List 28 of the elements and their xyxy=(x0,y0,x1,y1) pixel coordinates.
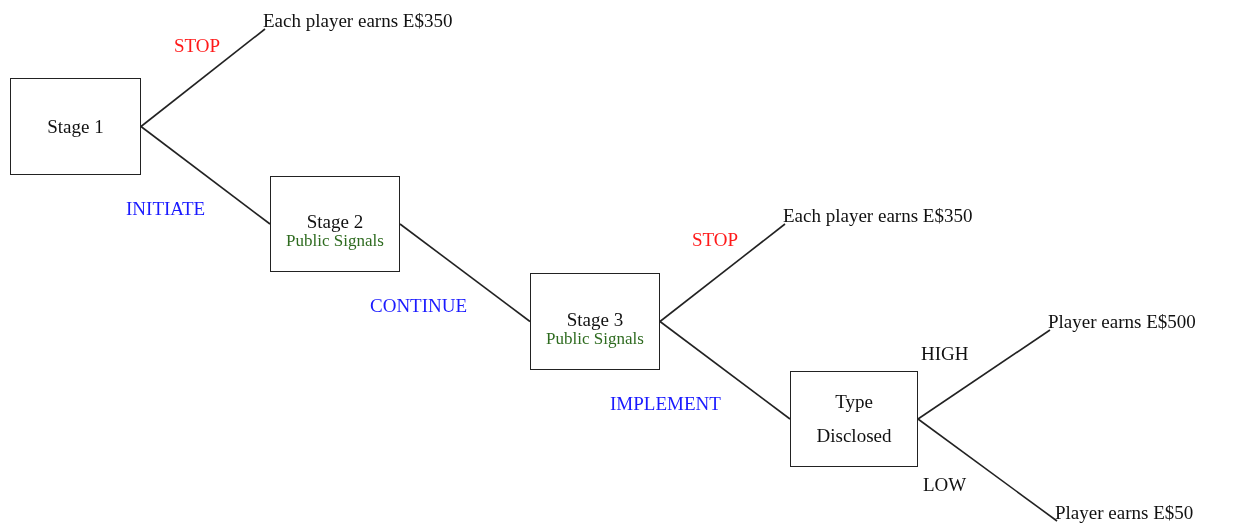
payoff-text: Each player earns E$350 xyxy=(783,205,973,227)
stage-title: Stage 2 xyxy=(306,212,364,232)
edge-label: IMPLEMENT xyxy=(610,393,721,415)
branch-line xyxy=(659,223,786,323)
stage-box xyxy=(530,273,660,370)
branch-line xyxy=(917,329,1051,420)
stage-subtitle: Public Signals xyxy=(286,232,384,250)
branch-line xyxy=(140,125,271,225)
stage-title: Type Disclosed xyxy=(815,390,893,448)
payoff-text: Player earns E$50 xyxy=(1055,502,1194,524)
payoff-text: Player earns E$500 xyxy=(1048,311,1196,333)
branch-line xyxy=(140,28,266,128)
stage-subtitle: Public Signals xyxy=(546,329,644,348)
edge-label: LOW xyxy=(923,474,967,496)
branch-line xyxy=(399,223,531,323)
edge-label: HIGH xyxy=(921,343,969,365)
edge-label: INITIATE xyxy=(126,198,206,220)
edge-label: STOP xyxy=(174,35,221,57)
stage-title: Stage 1 xyxy=(47,115,104,138)
stage-box xyxy=(790,371,918,467)
payoff-text: Each player earns E$350 xyxy=(263,10,453,32)
stage-title: Stage 3 xyxy=(566,309,624,330)
branch-line xyxy=(917,418,1058,522)
stage-box xyxy=(270,176,400,272)
stage-box xyxy=(10,78,141,175)
edge-label: CONTINUE xyxy=(370,295,468,317)
edge-label: STOP xyxy=(692,229,739,251)
branch-line xyxy=(659,320,791,420)
